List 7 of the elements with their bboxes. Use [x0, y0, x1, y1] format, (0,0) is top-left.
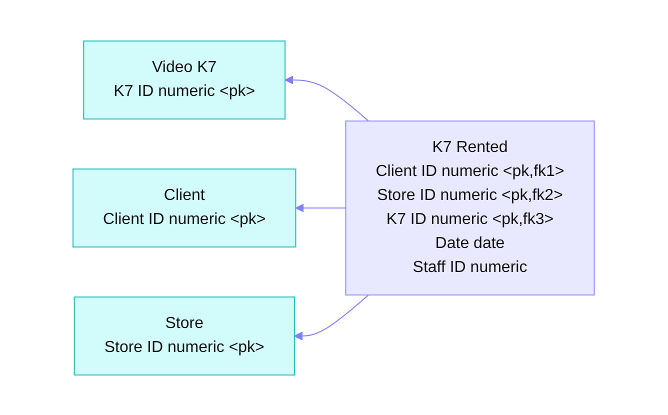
node-box: Store Store ID numeric <pk> [74, 296, 296, 375]
node-box: Video K7 K7 ID numeric <pk> [84, 40, 286, 119]
arrow [296, 203, 347, 212]
arrow [285, 75, 370, 121]
node-box: K7 Rented Client ID numeric <pk,fk1> Store ID numeric <pk,fk2> K7 ID numeric <pk,fk3> Date date Staff ID numeric [346, 120, 596, 295]
node-box: Client Client ID numeric <pk> [72, 168, 297, 247]
arrow [294, 294, 370, 340]
